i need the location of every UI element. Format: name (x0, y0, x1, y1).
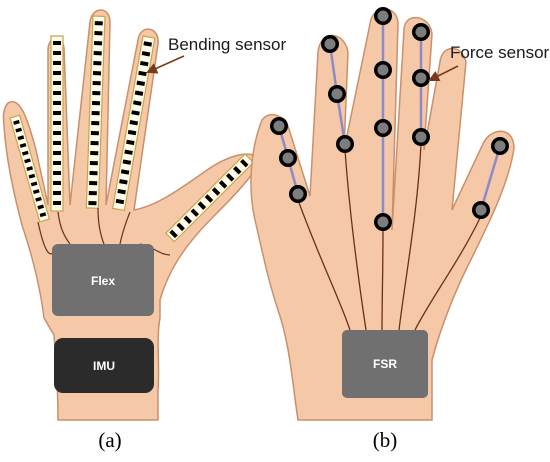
imu-module (54, 338, 154, 393)
force-sensor-disc (472, 201, 490, 219)
panel-b: FSR Force sensor (b) (250, 7, 550, 452)
fsr-module-label: FSR (373, 357, 397, 371)
force-sensor-disc (374, 213, 392, 231)
imu-module-label: IMU (93, 359, 115, 373)
force-sensor-disc (412, 69, 430, 87)
force-sensor-disc (374, 61, 392, 79)
fsr-module (342, 330, 428, 398)
force-sensor-label: Force sensor (450, 43, 550, 62)
force-sensor-disc (374, 119, 392, 137)
force-sensor-disc (279, 149, 297, 167)
bending-sensor-strip-ring (50, 35, 64, 212)
force-sensor-disc (374, 7, 392, 25)
force-sensor-disc (336, 135, 354, 153)
bending-sensor-label: Bending sensor (168, 35, 286, 54)
arrow-icon-bending (145, 55, 185, 74)
bending-sensor-strip-pinky (9, 114, 51, 223)
bending-sensor-strip-index (111, 35, 156, 212)
force-sensor-disc (412, 23, 430, 41)
flex-module-label: Flex (91, 274, 115, 288)
bending-sensor-strip-thumb (164, 153, 255, 243)
caption-b: (b) (373, 428, 398, 452)
force-sensor-disc (321, 35, 339, 53)
force-sensor-disc (491, 137, 509, 155)
hand-a (2, 9, 260, 421)
arrow-icon-force (427, 65, 459, 82)
bending-sensor-strip-middle (85, 15, 106, 209)
panel-a: Flex IMU Bending sensor (a) (2, 9, 286, 452)
flex-module (52, 244, 154, 316)
fsr-wires (297, 142, 482, 331)
force-sensor-disc (412, 128, 430, 146)
force-sensor-disc (328, 85, 346, 103)
force-sensor-disc (289, 185, 307, 203)
caption-a: (a) (98, 428, 121, 452)
force-sensor-disc (270, 117, 288, 135)
force-sensor-discs (270, 7, 509, 231)
